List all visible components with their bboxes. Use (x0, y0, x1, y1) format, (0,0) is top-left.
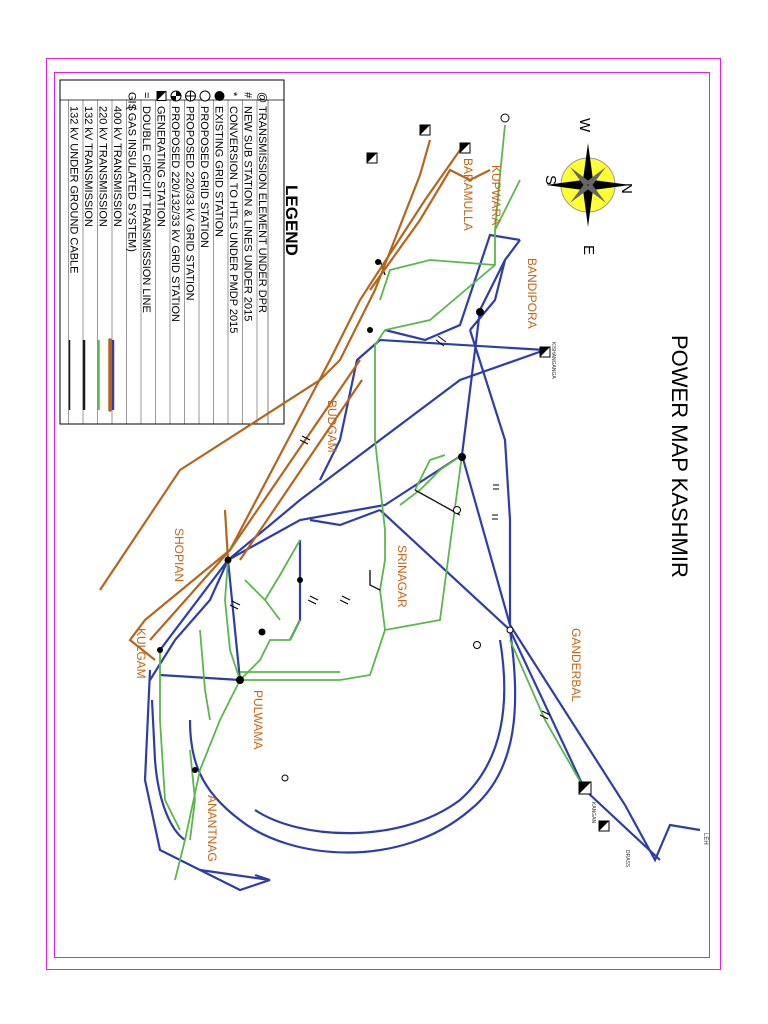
filled-circle-icon (214, 91, 225, 101)
district-pulwama: PULWAMA (251, 690, 265, 749)
quartered-circle-icon (170, 90, 182, 102)
legend-title: LEGEND (282, 185, 301, 256)
legend-rows: @ TRANSMISSION ELEMENT UNDER DPR# NEW SUB … (68, 90, 268, 424)
legend-label: 132 kV TRANSMISSION (82, 106, 94, 227)
legend-symbol: # (242, 92, 254, 99)
open-circle-icon (199, 90, 211, 102)
place-leh: LEH (702, 833, 708, 845)
compass-s: S (542, 175, 559, 185)
place-kangan: KANGAN (590, 802, 596, 824)
legend-symbol: * (227, 92, 239, 97)
place-drass: DRASS (624, 850, 630, 868)
district-baramulla: BARAMULLA (461, 158, 475, 231)
legend-symbol-text: @ (256, 92, 268, 103)
legend-label: CONVERSION TO HTLS UNDER PMDP 2015 (227, 106, 239, 333)
district-anantnag: ANANTNAG (205, 795, 219, 862)
kv400-lines (143, 233, 701, 892)
inner-frame (54, 72, 710, 958)
district-labels: KUPWARA BARAMULLA BANDIPORA BUDGAM SRINA… (134, 158, 583, 862)
legend-symbol: GIS (126, 92, 138, 111)
district-srinagar: SRINAGAR (395, 545, 409, 608)
legend-label: DOUBLE CIRCUIT TRANSMISSION LINE (140, 106, 152, 313)
legend-label: PROPOSED 220/132/33 kV GRID STATION (169, 106, 181, 322)
district-kulgam: KULGAM (134, 628, 148, 679)
dpr-lines (99, 139, 491, 661)
crossed-circle-icon (185, 90, 196, 102)
double-circuit-marks (229, 335, 551, 720)
half-square-icon (156, 91, 167, 101)
legend-label: NEW SUB STATION & LINES UNDER 2015 (242, 106, 254, 321)
legend-label: PROPOSED GRID STATION (198, 106, 210, 248)
legend-label: 220 kV TRANSMISSION (97, 106, 109, 227)
district-budgam: BUDGAM (325, 400, 339, 453)
legend-label: ( GAS INSULATED SYSTEM) (126, 106, 138, 252)
grid-stations (157, 113, 514, 782)
place-kishanganga: KISHANGANGA (550, 342, 556, 379)
legend-label: EXISTING GRID STATION (213, 106, 225, 237)
legend-label: 132 kV UNDER GROUND CABLE (68, 106, 80, 274)
compass-e: E (580, 245, 597, 255)
outer-frame (46, 58, 721, 970)
district-bandipora: BANDIPORA (525, 258, 539, 329)
legend-label: PROPOSED 220/33 kV GRID STATION (184, 106, 196, 301)
compass-rose (546, 143, 630, 227)
compass-w: W (576, 118, 593, 133)
district-kupwara: KUPWARA (489, 165, 503, 225)
legend-symbol: @ (256, 92, 268, 103)
district-shopian: SHOPIAN (172, 528, 186, 582)
legend-symbol-text: GIS (126, 92, 138, 111)
legend-symbol: = (140, 92, 152, 98)
legend-label: 400 kV TRANSMISSION (111, 106, 123, 227)
map-title: POWER MAP KASHMIR (667, 335, 692, 578)
legend-label: GENERATING STATION (155, 106, 167, 227)
legend-label: TRANSMISSION ELEMENT UNDER DPR (256, 106, 268, 313)
generating-stations (366, 124, 610, 832)
compass-n: N (618, 183, 635, 194)
legend-symbol-text: # (242, 92, 254, 99)
kv132-lines (369, 259, 461, 591)
legend-symbol-text: * (227, 92, 239, 97)
legend-symbol-text: = (140, 92, 152, 98)
place-labels: LEH KISHANGANGA KANGAN DRASS (550, 342, 708, 868)
district-ganderbal: GANDERBAL (569, 628, 583, 702)
